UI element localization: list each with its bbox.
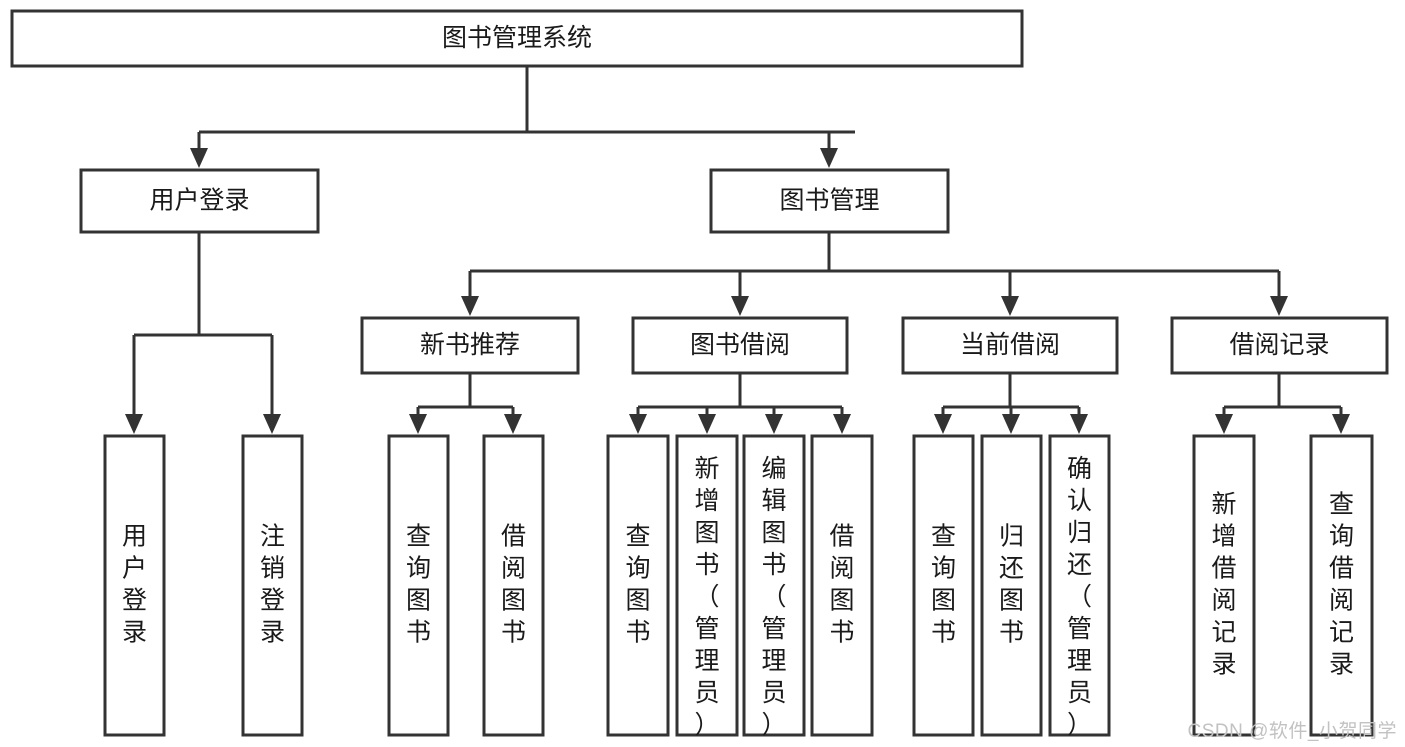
arrow-head-icon <box>765 414 783 434</box>
node-box-leaf-query-book-borrow[interactable] <box>606 434 670 737</box>
node-boxes-group: 图书管理系统用户登录图书管理新书推荐图书借阅当前借阅借阅记录用户登录注销登录查询… <box>10 9 1389 739</box>
arrow-head-icon <box>731 296 749 316</box>
arrow-head-icon <box>1070 414 1088 434</box>
node-box-leaf-user-login[interactable] <box>103 434 166 737</box>
arrow-head-icon <box>263 414 281 434</box>
node-box-leaf-edit-book[interactable] <box>742 434 806 737</box>
node-label-leaf-borrow-book-rec: 借阅图书 <box>501 522 526 646</box>
node-book-borrow[interactable]: 图书借阅 <box>631 316 849 375</box>
arrow-head-icon <box>1215 414 1233 434</box>
node-label-leaf-query-record: 查询借阅记录 <box>1329 490 1354 678</box>
node-label-leaf-query-book-rec: 查询图书 <box>406 522 431 646</box>
node-leaf-logout[interactable]: 注销登录 <box>241 434 304 737</box>
node-leaf-return-book[interactable]: 归还图书 <box>980 434 1043 737</box>
node-box-leaf-query-book-rec[interactable] <box>387 434 450 737</box>
node-book-manage[interactable]: 图书管理 <box>709 168 950 234</box>
node-leaf-query-book-borrow[interactable]: 查询图书 <box>606 434 670 737</box>
arrow-head-icon <box>409 414 427 434</box>
node-box-book-borrow[interactable] <box>631 316 849 375</box>
node-label-leaf-edit-book: 编辑图书（管理员） <box>761 455 786 739</box>
node-root[interactable]: 图书管理系统 <box>10 9 1024 68</box>
node-box-leaf-return-book[interactable] <box>980 434 1043 737</box>
node-label-new-book-recommend: 新书推荐 <box>420 331 520 359</box>
csdn-watermark: CSDN @软件_小贺同学 <box>1187 721 1397 742</box>
node-box-borrow-record[interactable] <box>1170 316 1389 375</box>
arrow-head-icon <box>698 414 716 434</box>
arrow-head-icon <box>504 414 522 434</box>
node-label-leaf-logout: 注销登录 <box>260 522 285 646</box>
arrow-heads-group <box>125 148 1350 434</box>
node-box-user-login[interactable] <box>79 168 320 234</box>
node-current-borrow[interactable]: 当前借阅 <box>901 316 1119 375</box>
arrow-head-icon <box>934 414 952 434</box>
node-new-book-recommend[interactable]: 新书推荐 <box>360 316 580 375</box>
arrow-head-icon <box>1270 296 1288 316</box>
arrow-head-icon <box>1002 414 1020 434</box>
node-box-leaf-query-record[interactable] <box>1309 434 1374 737</box>
node-box-leaf-confirm-return[interactable] <box>1048 434 1111 737</box>
arrow-head-icon <box>833 414 851 434</box>
node-leaf-query-book-rec[interactable]: 查询图书 <box>387 434 450 737</box>
node-box-book-manage[interactable] <box>709 168 950 234</box>
node-box-leaf-query-book-cur[interactable] <box>912 434 975 737</box>
node-leaf-query-record[interactable]: 查询借阅记录 <box>1309 434 1374 737</box>
arrow-head-icon <box>1001 296 1019 316</box>
node-box-new-book-recommend[interactable] <box>360 316 580 375</box>
node-box-current-borrow[interactable] <box>901 316 1119 375</box>
node-leaf-add-record[interactable]: 新增借阅记录 <box>1192 434 1256 737</box>
node-label-user-login: 用户登录 <box>149 187 249 215</box>
node-user-login[interactable]: 用户登录 <box>79 168 320 234</box>
node-label-borrow-record: 借阅记录 <box>1229 331 1329 359</box>
arrow-head-icon <box>820 148 838 168</box>
node-label-leaf-query-book-borrow: 查询图书 <box>625 522 650 646</box>
node-label-current-borrow: 当前借阅 <box>960 331 1060 359</box>
node-label-leaf-add-record: 新增借阅记录 <box>1211 490 1236 678</box>
node-leaf-edit-book[interactable]: 编辑图书（管理员） <box>742 434 806 739</box>
arrow-head-icon <box>1332 414 1350 434</box>
arrow-head-icon <box>461 296 479 316</box>
node-borrow-record[interactable]: 借阅记录 <box>1170 316 1389 375</box>
node-leaf-user-login[interactable]: 用户登录 <box>103 434 166 737</box>
node-label-leaf-borrow-book: 借阅图书 <box>829 522 854 646</box>
node-box-root[interactable] <box>10 9 1024 68</box>
node-box-leaf-borrow-book[interactable] <box>810 434 874 737</box>
node-box-leaf-logout[interactable] <box>241 434 304 737</box>
node-label-leaf-confirm-return: 确认归还（管理员） <box>1067 455 1092 739</box>
node-label-book-borrow: 图书借阅 <box>690 331 790 359</box>
node-leaf-confirm-return[interactable]: 确认归还（管理员） <box>1048 434 1111 739</box>
node-label-root: 图书管理系统 <box>442 24 592 52</box>
node-label-leaf-return-book: 归还图书 <box>999 522 1024 646</box>
node-box-leaf-borrow-book-rec[interactable] <box>482 434 545 737</box>
node-label-leaf-add-book: 新增图书（管理员） <box>694 455 719 739</box>
arrow-head-icon <box>629 414 647 434</box>
node-leaf-borrow-book-rec[interactable]: 借阅图书 <box>482 434 545 737</box>
arrow-head-icon <box>125 414 143 434</box>
node-leaf-add-book[interactable]: 新增图书（管理员） <box>675 434 739 739</box>
node-leaf-borrow-book[interactable]: 借阅图书 <box>810 434 874 737</box>
arrow-head-icon <box>190 148 208 168</box>
node-box-leaf-add-book[interactable] <box>675 434 739 737</box>
node-box-leaf-add-record[interactable] <box>1192 434 1256 737</box>
node-label-leaf-query-book-cur: 查询图书 <box>931 522 956 646</box>
node-label-leaf-user-login: 用户登录 <box>122 522 147 646</box>
node-label-book-manage: 图书管理 <box>779 187 879 215</box>
node-leaf-query-book-cur[interactable]: 查询图书 <box>912 434 975 737</box>
